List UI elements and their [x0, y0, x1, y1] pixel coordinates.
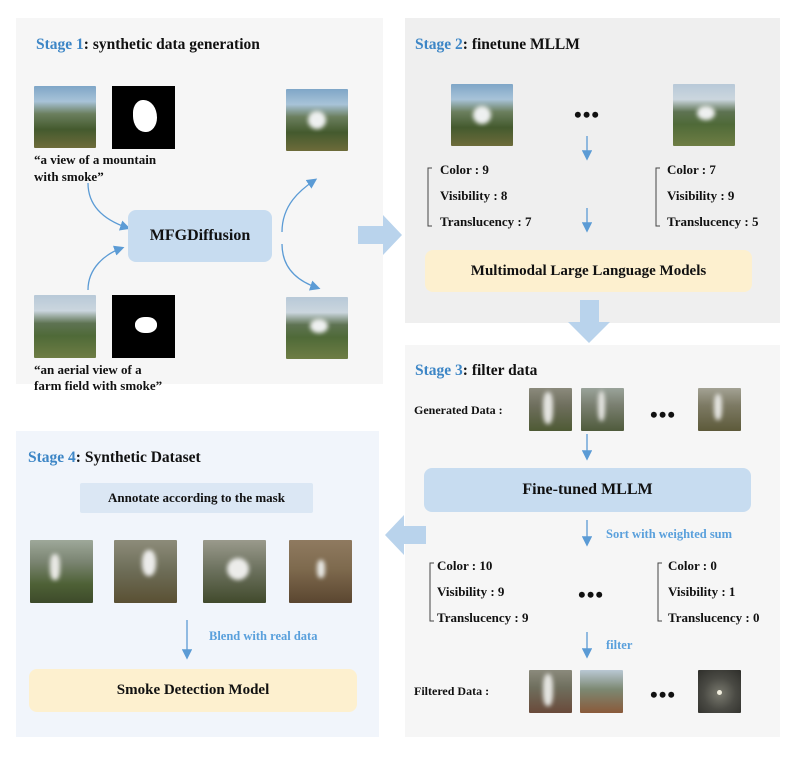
dataset-image-4	[289, 540, 352, 603]
stage2-right-translucency: Translucency : 5	[667, 214, 759, 229]
caption-bottom-line1: “an aerial view of a	[34, 362, 142, 377]
stage2-image-left	[451, 84, 513, 146]
generated-image-1	[529, 388, 572, 431]
stage2-title-text: finetune MLLM	[471, 36, 580, 53]
stage2-ellipsis: •••	[574, 102, 601, 127]
stage4-title-text: Synthetic Dataset	[84, 449, 201, 466]
stage2-left-visibility: Visibility : 8	[440, 188, 508, 203]
stage3-label: Stage 3	[415, 362, 463, 379]
curve-arrow-bottom-left	[87, 245, 125, 291]
mfgdiffusion-box: MFGDiffusion	[128, 210, 272, 262]
stage3-right-translucency: Translucency : 0	[668, 610, 760, 625]
stage3-title: Stage 3: filter data	[415, 362, 538, 379]
block-arrow-stage1-to-2	[358, 215, 402, 255]
stage3-left-translucency: Translucency : 9	[437, 610, 529, 625]
stage1-label: Stage 1	[36, 36, 84, 53]
filter-label: filter	[606, 638, 633, 652]
dataset-image-3	[203, 540, 266, 603]
mllm-box: Multimodal Large Language Models	[425, 250, 752, 292]
caption-bottom-line2: farm field with smoke”	[34, 378, 163, 393]
smoke-detection-box: Smoke Detection Model	[29, 669, 357, 712]
annotate-box: Annotate according to the mask	[80, 483, 313, 513]
stage2-right-visibility: Visibility : 9	[667, 188, 735, 203]
generated-smoke-image-top	[286, 89, 348, 151]
stage2-title: Stage 2: finetune MLLM	[415, 36, 580, 53]
generated-data-label: Generated Data :	[414, 403, 503, 417]
curve-arrow-top-left	[87, 182, 131, 231]
stage2-left-translucency: Translucency : 7	[440, 214, 532, 229]
caption-top-line2: with smoke”	[34, 169, 104, 184]
generated-image-3	[698, 388, 741, 431]
stage3-right-visibility: Visibility : 1	[668, 584, 736, 599]
filtered-image-2	[580, 670, 623, 713]
stage4-label: Stage 4	[28, 449, 76, 466]
dataset-image-1	[30, 540, 93, 603]
sort-label: Sort with weighted sum	[606, 527, 733, 541]
stage3-ellipsis-bottom: •••	[650, 682, 677, 707]
generated-image-2	[581, 388, 624, 431]
stage2-right-color: Color : 7	[667, 162, 716, 177]
finetuned-mllm-box: Fine-tuned MLLM	[424, 468, 751, 512]
stage3-title-text: filter data	[471, 362, 538, 379]
stage4-title: Stage 4: Synthetic Dataset	[28, 449, 201, 466]
farm-field-image	[34, 295, 96, 358]
mask-image-bottom	[112, 295, 175, 358]
curve-arrow-top-right	[281, 178, 318, 233]
stage3-left-color: Color : 10	[437, 558, 493, 573]
mask-image-top	[112, 86, 175, 149]
generated-smoke-image-bottom	[286, 297, 348, 359]
filtered-image-3	[698, 670, 741, 713]
stage3-ellipsis-middle: •••	[578, 582, 605, 607]
stage3-left-visibility: Visibility : 9	[437, 584, 505, 599]
filtered-data-label: Filtered Data :	[414, 684, 490, 698]
stage2-image-right	[673, 84, 735, 146]
stage3-ellipsis-top: •••	[650, 402, 677, 427]
stage2-label: Stage 2	[415, 36, 463, 53]
stage1-title-text: synthetic data generation	[92, 36, 260, 53]
curve-arrow-bottom-right	[281, 243, 321, 291]
stage2-left-color: Color : 9	[440, 162, 489, 177]
stage3-right-color: Color : 0	[668, 558, 717, 573]
blend-label: Blend with real data	[209, 629, 318, 643]
stage1-title: Stage 1: synthetic data generation	[36, 36, 260, 53]
caption-top-line1: “a view of a mountain	[34, 152, 157, 167]
block-arrow-stage3-to-4	[385, 515, 426, 555]
dataset-image-2	[114, 540, 177, 603]
block-arrow-stage2-to-3	[568, 300, 610, 343]
mountain-image	[34, 86, 96, 148]
filtered-image-1	[529, 670, 572, 713]
